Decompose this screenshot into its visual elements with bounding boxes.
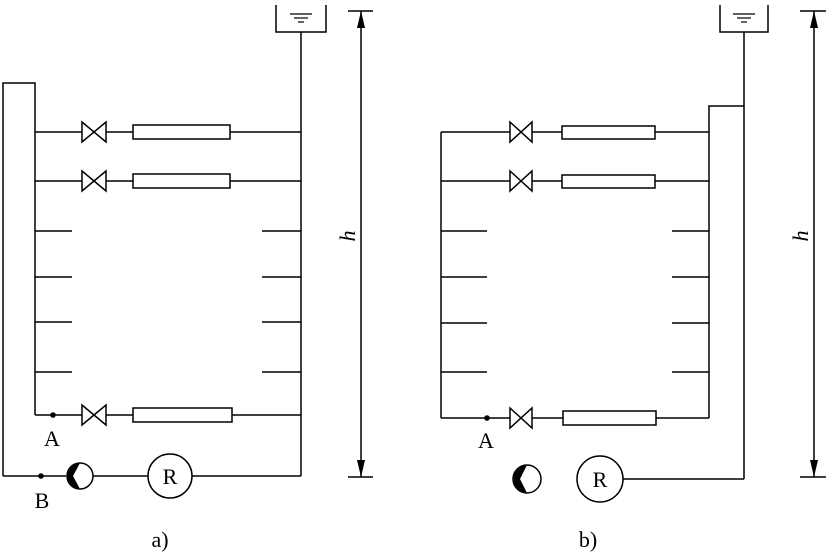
stubs-left-b — [441, 230, 487, 373]
component-r-label: R — [593, 467, 608, 492]
point-b-label: B — [35, 488, 50, 513]
height-dimension-b: h — [788, 10, 826, 478]
point-a-label: A — [478, 428, 494, 453]
radiator-2-a — [132, 173, 231, 189]
branch-bottom-a — [35, 403, 301, 427]
point-a-dot — [484, 415, 490, 421]
component-r-label: R — [163, 464, 178, 489]
branch-1-b — [441, 120, 709, 144]
branch-1-a — [35, 120, 301, 144]
return-pipe-a — [2, 82, 36, 476]
valve-icon — [509, 120, 533, 144]
radiator-1-b — [561, 125, 656, 140]
branch-2-a — [35, 169, 301, 193]
valve-icon — [509, 406, 533, 430]
expansion-tank-a — [275, 5, 327, 33]
point-a-dot — [50, 412, 56, 418]
caption-b: b) — [579, 527, 597, 552]
diagram-a: R h A B a) — [2, 5, 373, 552]
valve-icon — [81, 169, 107, 193]
valve-icon — [81, 403, 107, 427]
stubs-right-a — [262, 230, 301, 373]
component-r-b: R — [576, 455, 624, 503]
point-a-label: A — [44, 426, 60, 451]
valve-icon — [509, 169, 533, 193]
diagram-b: R h A b) — [440, 5, 826, 552]
height-dimension-a: h — [335, 10, 373, 478]
component-r-a: R — [147, 453, 193, 499]
radiator-2-b — [561, 174, 656, 189]
bottom-main-a: R — [3, 453, 301, 499]
radiator-3-a — [132, 407, 233, 423]
expansion-tank-b — [719, 5, 769, 33]
branch-bottom-b — [441, 406, 709, 430]
height-label: h — [335, 231, 360, 242]
stubs-left-a — [35, 230, 72, 373]
stubs-right-b — [672, 230, 709, 373]
pump-icon — [66, 462, 94, 490]
pump-icon — [512, 464, 542, 494]
supply-riser-b — [708, 105, 744, 418]
caption-a: a) — [151, 527, 168, 552]
radiator-3-b — [562, 410, 657, 426]
radiator-1-a — [132, 124, 231, 140]
height-label: h — [788, 231, 813, 242]
branch-2-b — [441, 169, 709, 193]
point-b-dot — [38, 473, 44, 479]
valve-icon — [81, 120, 107, 144]
